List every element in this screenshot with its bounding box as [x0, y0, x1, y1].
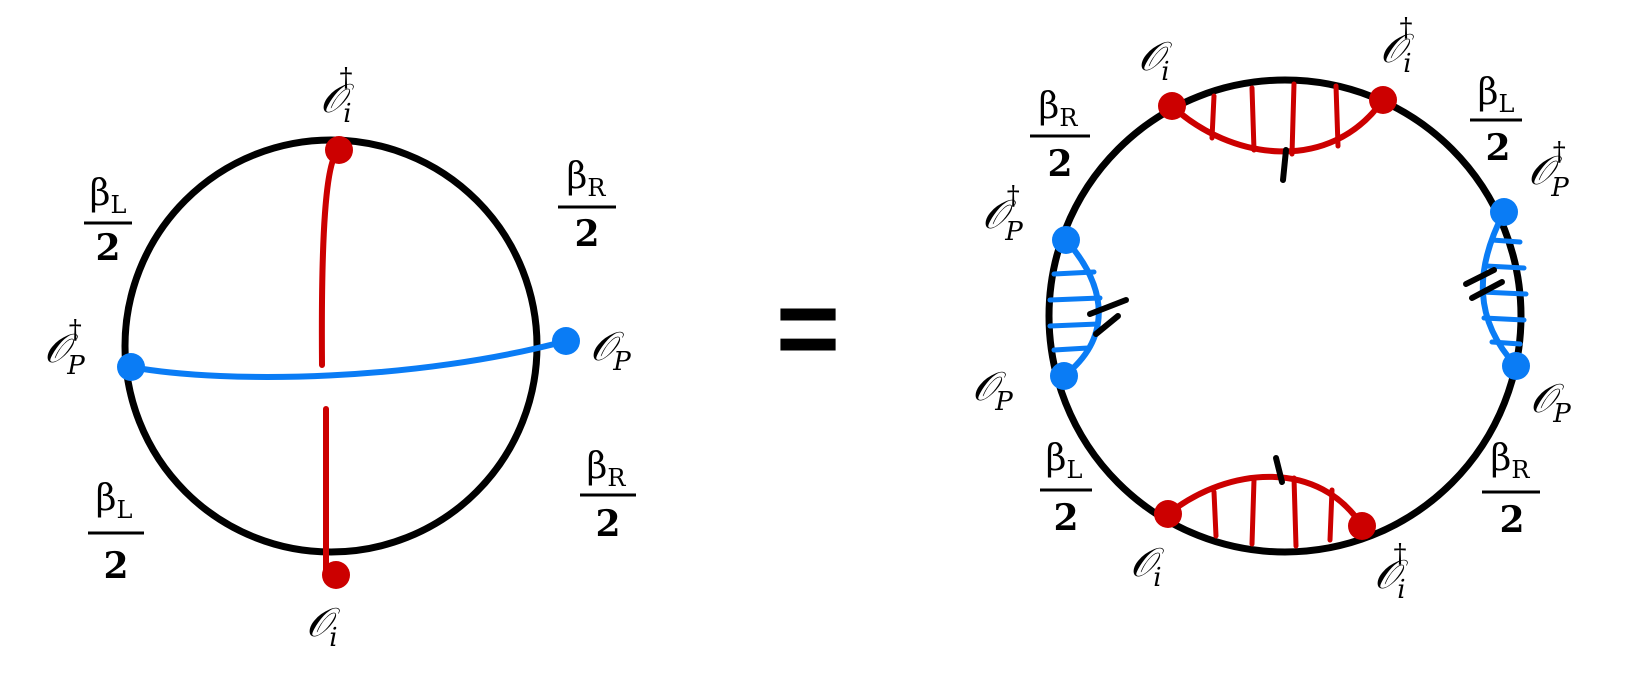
right-label-op-dag-left: 𝒪P† — [982, 181, 1023, 247]
right-label-op-left: 𝒪P — [972, 364, 1013, 417]
right-frac-beta-r-top-left: βR 2 — [1030, 86, 1090, 185]
right-bottom-red-arc — [1165, 473, 1365, 529]
svg-text:2: 2 — [595, 503, 620, 545]
right-label-oi-bottom: 𝒪i — [1130, 540, 1165, 593]
right-left-blue-arc — [1061, 237, 1102, 379]
svg-text:2: 2 — [1499, 499, 1524, 541]
right-dot-oi-bottom — [1154, 500, 1182, 528]
right-label-oi-dag-bottom: 𝒪i† — [1374, 539, 1409, 605]
svg-text:2: 2 — [1053, 497, 1078, 539]
right-left-blue-hatching — [1047, 269, 1103, 353]
right-circle — [1045, 76, 1525, 556]
equals-sign: = — [776, 267, 840, 390]
right-dot-oi-top — [1158, 92, 1186, 120]
svg-text:2: 2 — [103, 545, 128, 587]
right-top-tick-mark — [1280, 147, 1289, 183]
left-label-op: 𝒪P — [590, 324, 631, 377]
right-dot-op-dag-right — [1490, 198, 1518, 226]
svg-text:βL: βL — [96, 478, 133, 524]
left-frac-beta-l-bottom: βL 2 — [88, 478, 144, 587]
left-dot-op-dag — [117, 353, 145, 381]
left-frac-beta-r-top: βR 2 — [558, 156, 616, 255]
left-circle — [121, 136, 541, 556]
left-diagram: 𝒪i† 𝒪i 𝒪P† 𝒪P βL 2 βR 2 βL 2 βR 2 — [44, 63, 636, 653]
right-top-red-hatching — [1209, 81, 1341, 157]
svg-text:βL: βL — [90, 173, 127, 219]
svg-text:2: 2 — [1485, 127, 1510, 169]
svg-text:βL: βL — [1046, 438, 1083, 484]
right-top-red-arc — [1169, 97, 1386, 155]
right-left-double-tick — [1087, 297, 1129, 337]
svg-text:βR: βR — [1039, 86, 1079, 132]
svg-text:2: 2 — [1047, 143, 1072, 185]
left-red-line-top — [318, 147, 342, 368]
left-frac-beta-l-top: βL 2 — [84, 173, 132, 269]
right-bottom-tick-mark — [1273, 455, 1285, 485]
right-frac-beta-l-bottom-left: βL 2 — [1040, 438, 1092, 539]
right-label-oi-dag-top: 𝒪i† — [1380, 13, 1415, 79]
left-label-oi-dag: 𝒪i† — [320, 63, 355, 129]
right-dot-oi-dag-top — [1369, 86, 1397, 114]
right-dot-op-dag-left — [1052, 226, 1080, 254]
right-label-op-right: 𝒪P — [1530, 376, 1571, 429]
svg-text:βR: βR — [587, 446, 627, 492]
left-dot-op — [552, 327, 580, 355]
right-label-op-dag-right: 𝒪P† — [1528, 137, 1569, 203]
right-right-blue-hatching — [1479, 237, 1529, 347]
svg-text:2: 2 — [574, 213, 599, 255]
svg-text:βR: βR — [1491, 438, 1531, 484]
left-blue-line — [128, 338, 569, 380]
right-bottom-red-hatching — [1211, 475, 1335, 549]
right-frac-beta-r-bottom-right: βR 2 — [1482, 438, 1540, 541]
svg-text:βL: βL — [1478, 72, 1515, 118]
right-dot-op-left — [1050, 362, 1078, 390]
left-dot-oi-dag — [325, 136, 353, 164]
right-diagram: 𝒪i 𝒪i† 𝒪P† 𝒪P† 𝒪P 𝒪P 𝒪i 𝒪i† βR 2 βL 2 βL… — [972, 13, 1571, 605]
right-frac-beta-l-top-right: βL 2 — [1470, 72, 1522, 169]
right-dot-oi-dag-bottom — [1348, 512, 1376, 540]
left-label-op-dag: 𝒪P† — [44, 315, 85, 381]
right-label-oi-top: 𝒪i — [1138, 34, 1173, 87]
right-dot-op-right — [1502, 352, 1530, 380]
left-label-oi: 𝒪i — [306, 600, 341, 653]
svg-text:2: 2 — [95, 227, 120, 269]
left-frac-beta-r-bottom: βR 2 — [580, 446, 636, 545]
right-right-double-tick — [1463, 267, 1505, 301]
svg-text:βR: βR — [567, 156, 607, 202]
left-dot-oi — [322, 561, 350, 589]
